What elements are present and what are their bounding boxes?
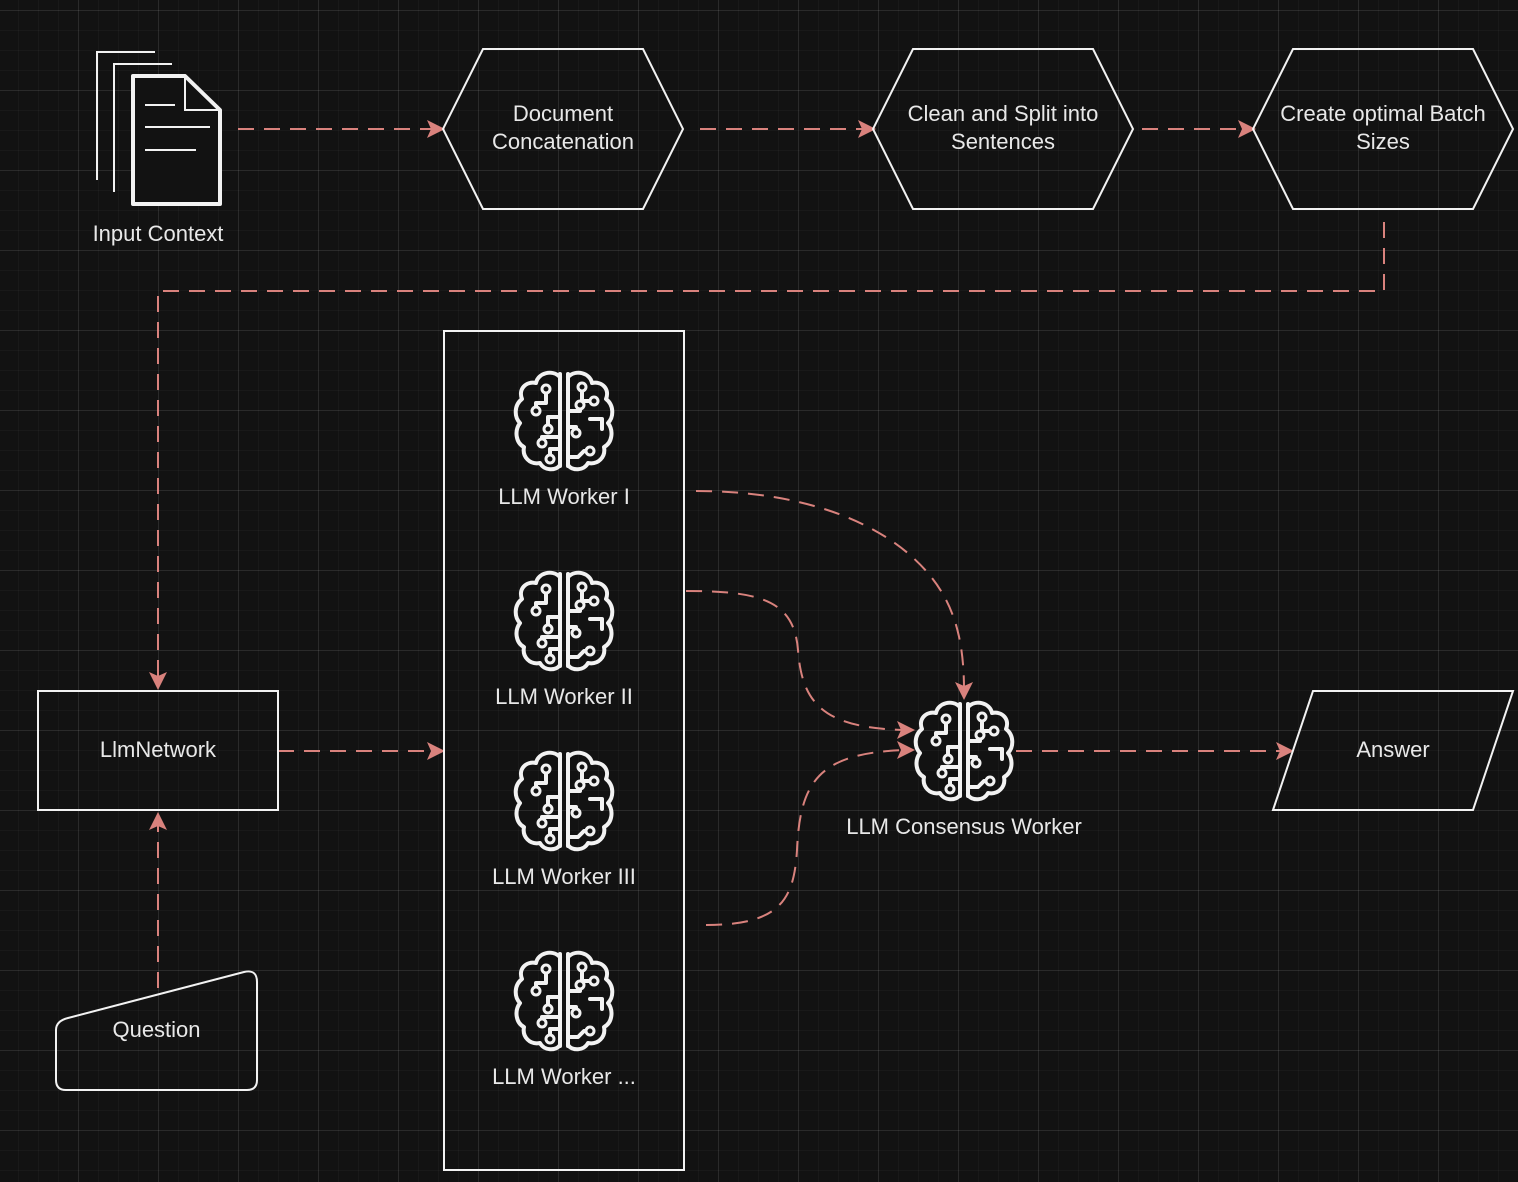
workers-group-node[interactable] <box>443 330 685 1171</box>
arrowhead-answer <box>1276 742 1294 760</box>
edge-worker2-to-consensus <box>685 590 906 731</box>
arrowhead-batch <box>1238 120 1256 138</box>
question-node[interactable] <box>55 970 258 1091</box>
brain-circuit-icon <box>513 370 615 472</box>
brain-circuit-icon <box>913 700 1015 802</box>
batch-sizes-node[interactable] <box>1251 48 1515 210</box>
brain-circuit-icon <box>513 950 615 1052</box>
edges <box>149 120 1385 988</box>
clean-split-node[interactable] <box>871 48 1135 210</box>
arrowhead-concatenation <box>427 120 445 138</box>
arrowhead-consensus-top <box>955 682 973 700</box>
arrowhead-clean <box>858 120 876 138</box>
llm-network-node[interactable] <box>37 690 279 811</box>
edge-batch-to-network <box>157 222 1385 680</box>
arrowhead-network-top <box>149 672 167 690</box>
arrowhead-workers <box>427 742 445 760</box>
edge-worker3-to-consensus <box>705 749 906 926</box>
arrowhead-consensus-left-1 <box>897 721 915 739</box>
edge-worker1-to-consensus <box>695 490 965 691</box>
answer-node[interactable] <box>1271 690 1515 811</box>
arrowhead-consensus-left-2 <box>897 741 915 759</box>
document-concatenation-node[interactable] <box>441 48 685 210</box>
arrowhead-network-bottom <box>149 812 167 830</box>
documents-icon <box>95 50 222 206</box>
brain-circuit-icon <box>513 750 615 852</box>
brain-circuit-icon <box>513 570 615 672</box>
